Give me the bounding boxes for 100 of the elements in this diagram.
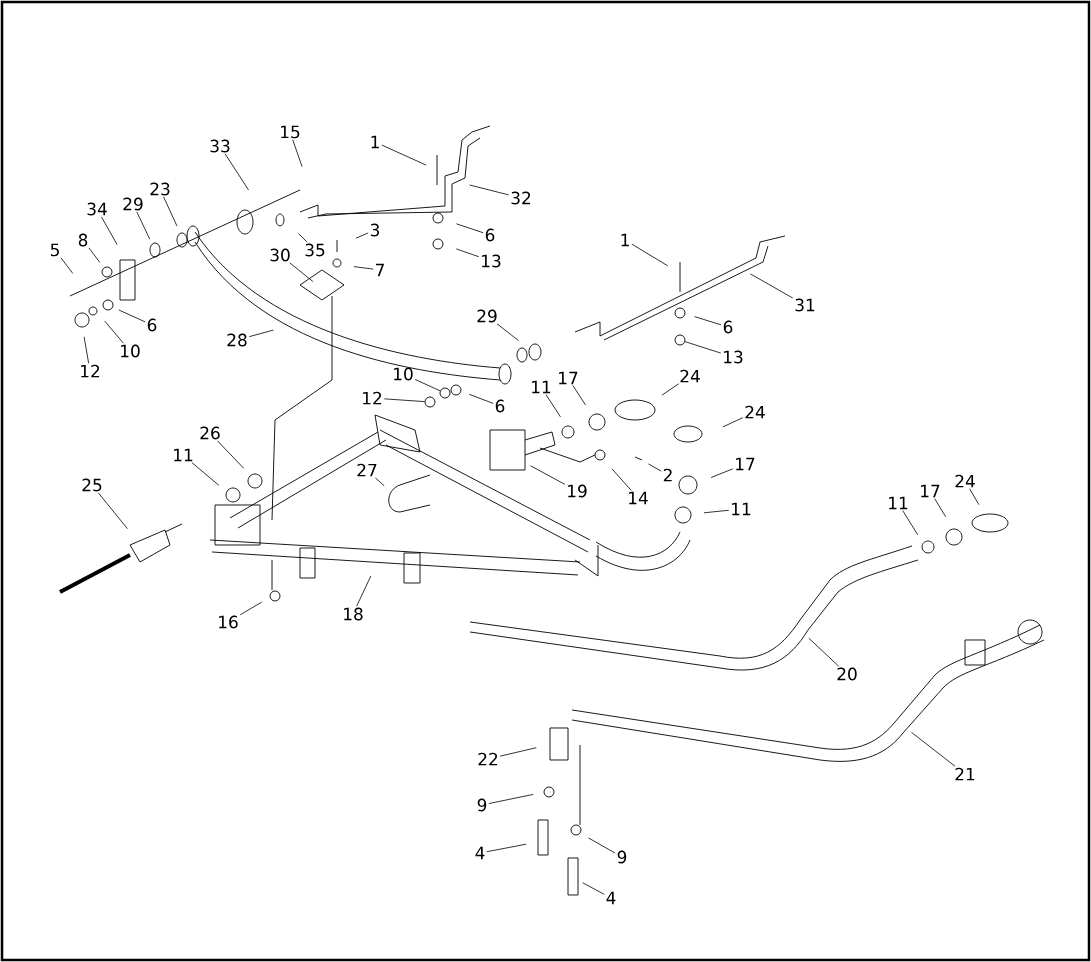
callout-number: 24 — [745, 405, 765, 419]
leader-line — [88, 247, 101, 263]
callout-number: 8 — [78, 233, 88, 247]
callout-number: 32 — [511, 191, 531, 205]
callout-number: 16 — [219, 615, 238, 629]
leader-line — [530, 465, 566, 485]
callout-number: 6 — [485, 228, 495, 242]
callout-number: 14 — [629, 491, 648, 505]
callout-number: 28 — [227, 333, 247, 347]
callout-number: 24 — [680, 369, 700, 383]
callout-number: 12 — [81, 364, 100, 378]
leader-line — [455, 248, 480, 258]
callout-number: 4 — [475, 846, 485, 860]
callout-number: 5 — [50, 243, 59, 257]
leader-line — [469, 184, 510, 196]
callout-number: 9 — [477, 798, 487, 812]
callout-number: 19 — [568, 484, 587, 498]
callout-number: 12 — [363, 391, 382, 405]
nut-drawing — [439, 387, 451, 399]
leader-line — [934, 498, 947, 518]
leader-line — [582, 882, 605, 895]
leader-line — [356, 575, 372, 607]
leader-line — [248, 329, 274, 338]
leader-line — [118, 309, 146, 323]
leader-line — [496, 323, 519, 341]
leader-line — [808, 637, 840, 667]
nut-drawing — [424, 396, 436, 408]
leader-line — [545, 394, 561, 418]
leader-line — [381, 144, 427, 166]
callout-number: 17 — [736, 457, 755, 471]
leader-line — [224, 153, 249, 191]
leader-line — [456, 223, 484, 234]
leader-line — [488, 794, 534, 804]
callout-number: 10 — [121, 344, 140, 358]
callout-number: 13 — [482, 254, 501, 268]
leader-line — [468, 393, 494, 404]
leader-line — [217, 440, 245, 469]
leader-line — [694, 316, 722, 326]
leader-line — [969, 488, 980, 506]
leader-line — [292, 139, 303, 168]
leader-line — [136, 211, 151, 240]
callout-number: 29 — [477, 309, 497, 323]
callout-number: 11 — [732, 502, 751, 516]
callout-number: 11 — [174, 448, 193, 462]
callout-number: 22 — [478, 752, 498, 766]
callout-number: 4 — [606, 891, 616, 905]
leader-line — [588, 837, 616, 854]
leader-line — [648, 463, 662, 472]
callout-number: 11 — [889, 496, 908, 510]
callout-number: 2 — [663, 468, 672, 482]
leader-line — [722, 417, 744, 428]
callout-number: 1 — [371, 135, 379, 149]
callout-number: 23 — [150, 182, 170, 196]
callout-number: 33 — [210, 139, 230, 153]
leader-line — [298, 233, 308, 243]
leader-line — [911, 732, 956, 767]
leader-line — [104, 320, 124, 344]
leader-line — [383, 398, 425, 402]
callout-number: 24 — [955, 474, 975, 488]
leader-line — [163, 196, 178, 227]
leader-line — [353, 266, 374, 270]
callout-number: 10 — [394, 367, 413, 381]
nut-drawing — [674, 334, 686, 346]
callout-number: 27 — [357, 463, 377, 477]
leader-line — [661, 383, 680, 396]
leader-line — [611, 468, 632, 491]
leader-line — [750, 273, 794, 299]
leader-line — [631, 243, 669, 267]
leader-line — [710, 468, 734, 478]
leader-line — [83, 336, 90, 364]
leader-line — [703, 509, 730, 514]
callout-number: 25 — [82, 478, 102, 492]
callout-number: 9 — [617, 850, 627, 864]
callout-number: 6 — [147, 318, 157, 332]
leader-line — [684, 341, 722, 354]
leader-line — [414, 379, 441, 392]
callout-number: 31 — [795, 298, 815, 312]
callout-number: 6 — [723, 320, 733, 334]
leader-line — [101, 216, 118, 245]
callout-number: 34 — [87, 202, 107, 216]
callout-number: 13 — [724, 350, 743, 364]
callout-number: 17 — [921, 484, 940, 498]
callout-number: 26 — [200, 426, 220, 440]
leader-line — [191, 462, 220, 486]
callout-number: 35 — [305, 243, 325, 257]
callout-number: 15 — [281, 125, 300, 139]
callout-number: 11 — [532, 380, 551, 394]
callout-number: 21 — [955, 767, 975, 781]
leader-line — [499, 747, 537, 757]
leader-line — [572, 385, 586, 406]
leader-line — [374, 477, 385, 487]
leader-line — [355, 232, 369, 239]
callout-number: 3 — [370, 223, 380, 237]
leader-line — [902, 510, 919, 536]
callout-number: 1 — [621, 233, 629, 247]
callout-number: 7 — [376, 263, 384, 277]
callout-number: 17 — [559, 371, 578, 385]
leader-line — [60, 257, 74, 274]
leader-line — [289, 262, 314, 282]
leader-line — [97, 492, 128, 530]
